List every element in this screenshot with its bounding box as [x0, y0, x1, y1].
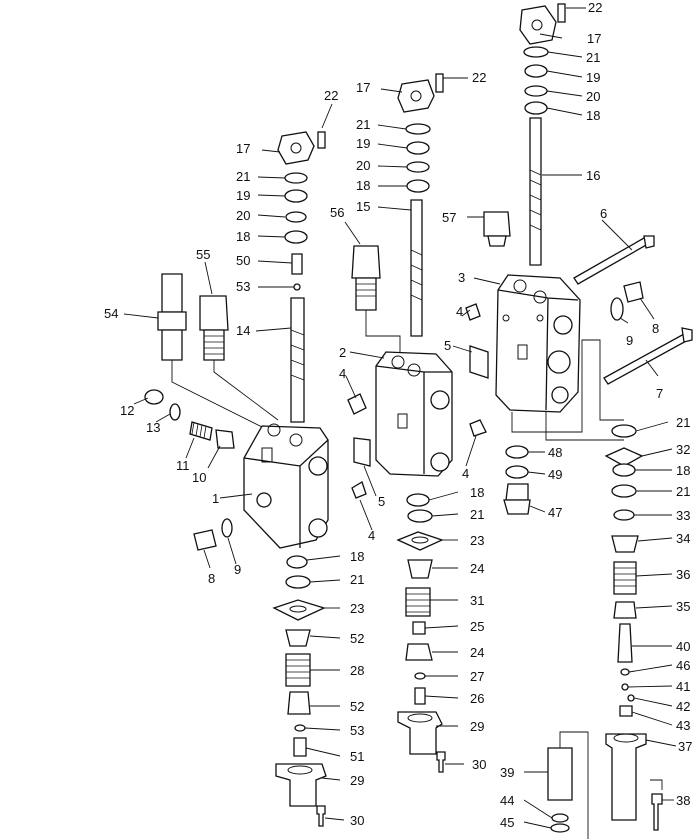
- label-8: 8: [208, 571, 215, 586]
- label-18: 18: [350, 549, 364, 564]
- label-30: 30: [350, 813, 364, 828]
- label-9: 9: [234, 562, 241, 577]
- label-26: 26: [470, 691, 484, 706]
- label-14: 14: [236, 323, 250, 338]
- label-39: 39: [500, 765, 514, 780]
- label-25: 25: [470, 619, 484, 634]
- label-18: 18: [470, 485, 484, 500]
- label-4: 4: [339, 366, 346, 381]
- label-2: 2: [339, 345, 346, 360]
- label-49: 49: [548, 467, 562, 482]
- label-24: 24: [470, 645, 484, 660]
- part-number-labels: 22 17 21 19 20 18 16 57 6 3 9 8 7 21 32 …: [104, 0, 692, 830]
- label-43: 43: [676, 718, 690, 733]
- label-5: 5: [378, 494, 385, 509]
- relief-stack-right: [523, 421, 677, 839]
- label-3: 3: [458, 270, 465, 285]
- label-52: 52: [350, 699, 364, 714]
- label-18: 18: [236, 229, 250, 244]
- label-19: 19: [586, 70, 600, 85]
- label-4: 4: [462, 466, 469, 481]
- label-22: 22: [472, 70, 486, 85]
- label-20: 20: [356, 158, 370, 173]
- label-10: 10: [192, 470, 206, 485]
- label-7: 7: [656, 386, 663, 401]
- label-12: 12: [120, 403, 134, 418]
- label-21: 21: [350, 572, 364, 587]
- label-20: 20: [586, 89, 600, 104]
- label-50: 50: [236, 253, 250, 268]
- label-1: 1: [212, 491, 219, 506]
- label-6: 6: [600, 206, 607, 221]
- label-8: 8: [652, 321, 659, 336]
- label-20: 20: [236, 208, 250, 223]
- label-28: 28: [350, 663, 364, 678]
- label-48: 48: [548, 445, 562, 460]
- label-38: 38: [676, 793, 690, 808]
- label-52: 52: [350, 631, 364, 646]
- label-27: 27: [470, 669, 484, 684]
- label-57: 57: [442, 210, 456, 225]
- label-24: 24: [470, 561, 484, 576]
- label-21: 21: [676, 484, 690, 499]
- label-34: 34: [676, 531, 690, 546]
- label-17: 17: [587, 31, 601, 46]
- label-54: 54: [104, 306, 118, 321]
- label-17: 17: [356, 80, 370, 95]
- label-37: 37: [678, 739, 692, 754]
- label-32: 32: [676, 442, 690, 457]
- valve-section-right: [467, 3, 693, 515]
- label-42: 42: [676, 699, 690, 714]
- label-21: 21: [676, 415, 690, 430]
- label-36: 36: [676, 567, 690, 582]
- label-29: 29: [470, 719, 484, 734]
- label-21: 21: [586, 50, 600, 65]
- label-31: 31: [470, 593, 484, 608]
- label-47: 47: [548, 505, 562, 520]
- label-21: 21: [356, 117, 370, 132]
- label-9: 9: [626, 333, 633, 348]
- label-11: 11: [176, 458, 190, 473]
- valve-section-center: [344, 73, 489, 773]
- label-41: 41: [676, 679, 690, 694]
- label-15: 15: [356, 199, 370, 214]
- label-35: 35: [676, 599, 690, 614]
- label-56: 56: [330, 205, 344, 220]
- label-53: 53: [350, 723, 364, 738]
- label-18: 18: [676, 463, 690, 478]
- label-18: 18: [586, 108, 600, 123]
- label-5: 5: [444, 338, 451, 353]
- label-45: 45: [500, 815, 514, 830]
- label-18: 18: [356, 178, 370, 193]
- label-17: 17: [236, 141, 250, 156]
- label-13: 13: [146, 420, 160, 435]
- label-23: 23: [350, 601, 364, 616]
- label-44: 44: [500, 793, 514, 808]
- label-19: 19: [236, 188, 250, 203]
- label-21: 21: [470, 507, 484, 522]
- label-55: 55: [196, 247, 210, 262]
- label-22: 22: [588, 0, 602, 15]
- label-46: 46: [676, 658, 690, 673]
- label-21: 21: [236, 169, 250, 184]
- label-51: 51: [350, 749, 364, 764]
- label-53: 53: [236, 279, 250, 294]
- label-4: 4: [456, 304, 463, 319]
- label-40: 40: [676, 639, 690, 654]
- label-30: 30: [472, 757, 486, 772]
- label-29: 29: [350, 773, 364, 788]
- label-23: 23: [470, 533, 484, 548]
- label-22: 22: [324, 88, 338, 103]
- label-4: 4: [368, 528, 375, 543]
- label-33: 33: [676, 508, 690, 523]
- label-16: 16: [586, 168, 600, 183]
- label-19: 19: [356, 136, 370, 151]
- valve-section-left: [123, 103, 345, 827]
